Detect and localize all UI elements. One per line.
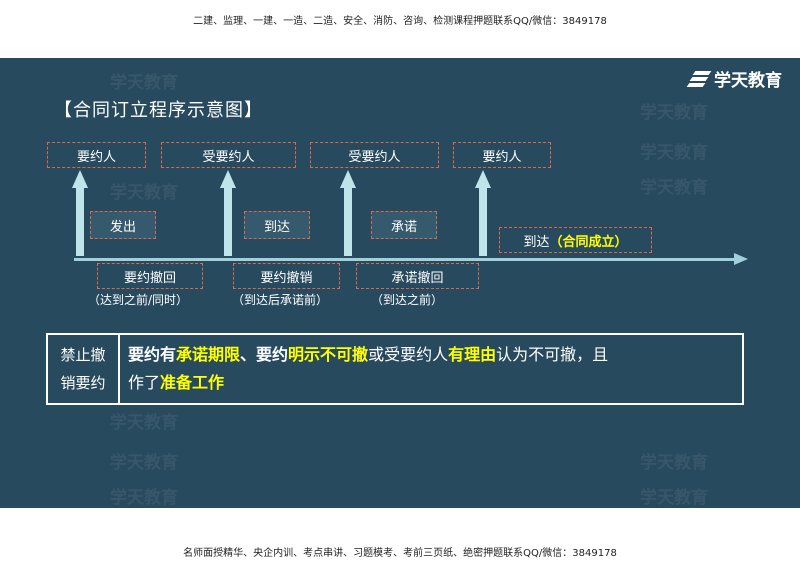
rule-highlight: 有理由 [448, 345, 497, 364]
watermark: 学天教育 [640, 143, 708, 163]
note-text: （到达后承诺前） [232, 293, 329, 307]
rule-highlight: 准备工作 [160, 373, 225, 392]
timeline-arrow-icon [734, 253, 748, 265]
page-header: 二建、监理、一建、一造、二造、安全、消防、咨询、检测课程押题联系QQ/微信：38… [0, 0, 800, 58]
rule-text: 认为不可撤，且 [496, 345, 609, 364]
end-box-prefix: 到达 [523, 234, 550, 250]
contract-formed-box: 到达（合同成立） [499, 227, 652, 253]
rule-text: 或受要约人 [368, 345, 449, 364]
logo-mark-icon [686, 70, 712, 88]
timeline [74, 258, 734, 261]
watermark: 学天教育 [640, 453, 708, 473]
watermark: 学天教育 [640, 178, 708, 198]
watermark: 学天教育 [110, 183, 178, 203]
rule-text: 、要约 [240, 345, 289, 364]
footer-text: 名师面授精华、央企内训、考点串讲、习题模考、考前三页纸、绝密押题联系QQ/微信：… [183, 548, 617, 559]
up-arrow-icon [340, 170, 356, 256]
up-arrow-icon [72, 170, 88, 256]
party-box: 受要约人 [310, 142, 439, 168]
revocation-box: 要约撤销 [233, 263, 340, 289]
rule-table: 禁止撤 销要约 要约有承诺期限、要约明示不可撤或受要约人有理由认为不可撤，且作了… [46, 333, 744, 405]
rule-text: 作了 [128, 373, 161, 392]
watermark: 学天教育 [640, 103, 708, 123]
page-footer: 名师面授精华、央企内训、考点串讲、习题模考、考前三页纸、绝密押题联系QQ/微信：… [0, 508, 800, 566]
up-arrow-icon [475, 170, 491, 256]
rule-highlight: 明示不可撤 [288, 345, 369, 364]
party-box: 要约人 [47, 142, 146, 168]
rule-label-line: 禁止撤 [60, 346, 106, 364]
revocation-box: 要约撤回 [97, 263, 203, 289]
header-text: 二建、监理、一建、一造、二造、安全、消防、咨询、检测课程押题联系QQ/微信：38… [193, 16, 607, 27]
action-box: 发出 [90, 211, 156, 239]
rule-highlight: 承诺期限 [176, 345, 241, 364]
slide-title: 【合同订立程序示意图】 [54, 100, 263, 121]
action-box: 到达 [244, 211, 310, 239]
up-arrow-icon [220, 170, 236, 256]
rule-text: 要约有 [128, 345, 177, 364]
revocation-box: 承诺撤回 [356, 263, 479, 289]
watermark: 学天教育 [110, 73, 178, 93]
watermark: 学天教育 [640, 488, 708, 508]
watermark: 学天教育 [110, 488, 178, 508]
note-text: （到达之前） [371, 293, 444, 307]
rule-label-line: 销要约 [60, 374, 106, 392]
logo-text: 学天教育 [714, 71, 782, 91]
end-box-highlight: （合同成立） [549, 234, 628, 250]
action-box: 承诺 [371, 211, 437, 239]
watermark: 学天教育 [110, 413, 178, 433]
watermark: 学天教育 [110, 453, 178, 473]
note-text: （达到之前/同时） [88, 293, 189, 307]
party-box: 受要约人 [161, 142, 296, 168]
rule-label-cell: 禁止撤 销要约 [48, 335, 120, 403]
logo: 学天教育 [686, 66, 782, 91]
slide: 学天教育 学天教育 学天教育 学天教育 学天教育 学天教育 学天教育 学天教育 … [0, 58, 800, 508]
rule-content-cell: 要约有承诺期限、要约明示不可撤或受要约人有理由认为不可撤，且作了准备工作 [128, 341, 734, 397]
party-box: 要约人 [453, 142, 551, 168]
